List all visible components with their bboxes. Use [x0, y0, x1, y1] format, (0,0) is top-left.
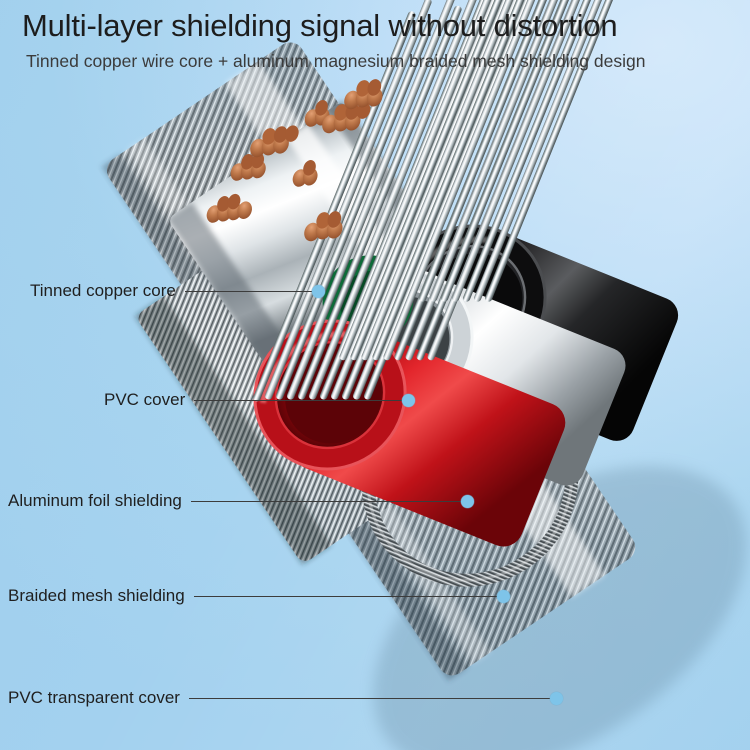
leader-line: [193, 595, 498, 597]
leader-line: [190, 500, 462, 502]
callout-tinned-copper-core: Tinned copper core: [30, 281, 325, 301]
leader-line: [194, 399, 404, 401]
callout-label: PVC transparent cover: [8, 688, 180, 707]
page-title: Multi-layer shielding signal without dis…: [22, 8, 618, 43]
callout-label: Aluminum foil shielding: [8, 491, 182, 510]
callout-label: Tinned copper core: [30, 281, 176, 300]
page-subtitle: Tinned copper wire core + aluminum magne…: [26, 51, 646, 71]
callout-dot: [496, 589, 510, 603]
callout-aluminum-foil-shielding: Aluminum foil shielding: [8, 491, 474, 511]
callout-braided-mesh-shielding: Braided mesh shielding: [8, 586, 510, 606]
callout-pvc-cover: PVC cover: [104, 390, 416, 410]
callout-label: PVC cover: [104, 390, 186, 409]
leader-line: [188, 697, 551, 699]
callout-pvc-transparent-cover: PVC transparent cover: [8, 688, 563, 708]
leader-line: [184, 290, 313, 292]
callout-dot: [549, 691, 563, 705]
callout-label: Braided mesh shielding: [8, 586, 185, 605]
callout-dot: [460, 494, 474, 508]
callout-dot: [311, 284, 325, 298]
callout-dot: [402, 393, 416, 407]
